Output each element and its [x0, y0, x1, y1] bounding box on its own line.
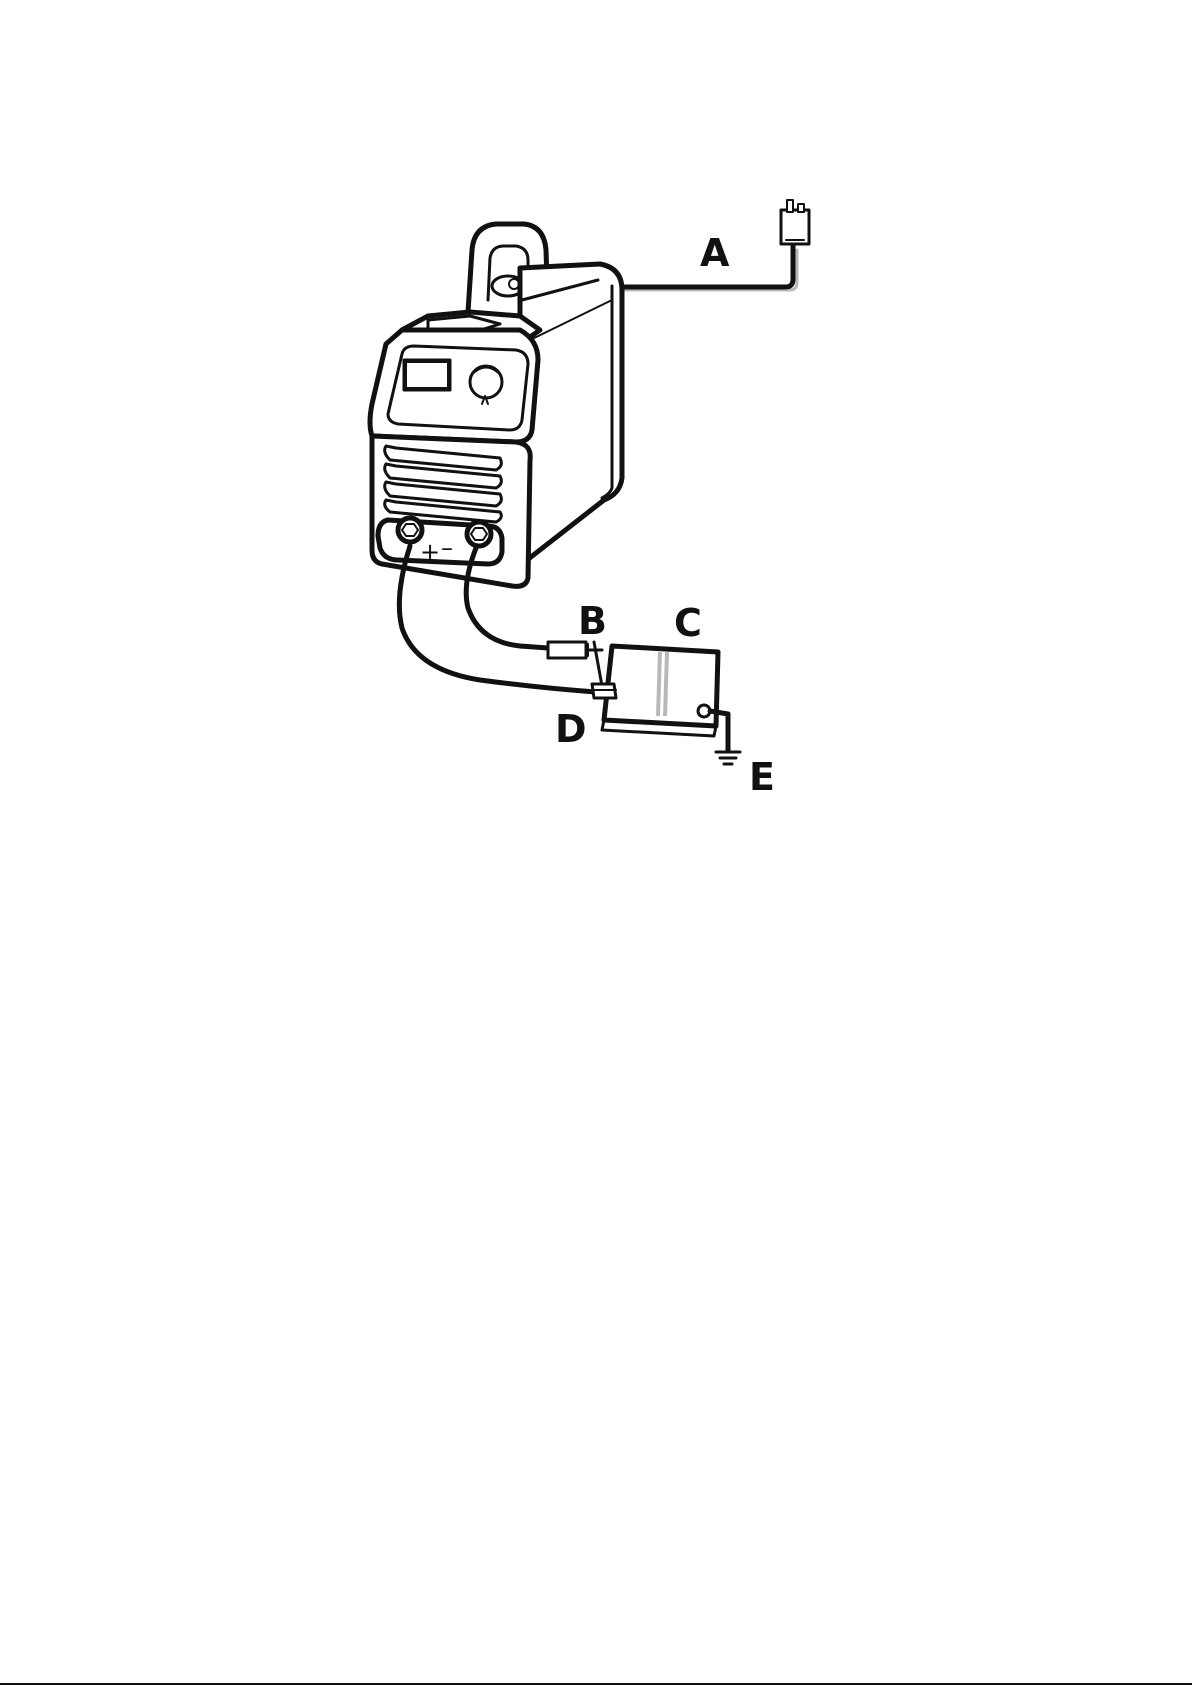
electrode-holder-d [592, 684, 616, 698]
display-window [404, 360, 450, 390]
negative-terminal [467, 522, 491, 546]
positive-sign: + [420, 538, 440, 566]
label-a: A [700, 231, 730, 275]
positive-terminal [398, 518, 422, 542]
workpiece-c [602, 646, 718, 736]
work-clamp-b [548, 642, 602, 686]
label-c: C [674, 601, 702, 645]
label-e: E [749, 755, 775, 799]
label-b: B [578, 599, 607, 643]
negative-sign: – [441, 534, 453, 562]
welding-machine: + – [370, 224, 622, 586]
label-d: D [555, 707, 587, 751]
mains-plug [781, 200, 809, 244]
